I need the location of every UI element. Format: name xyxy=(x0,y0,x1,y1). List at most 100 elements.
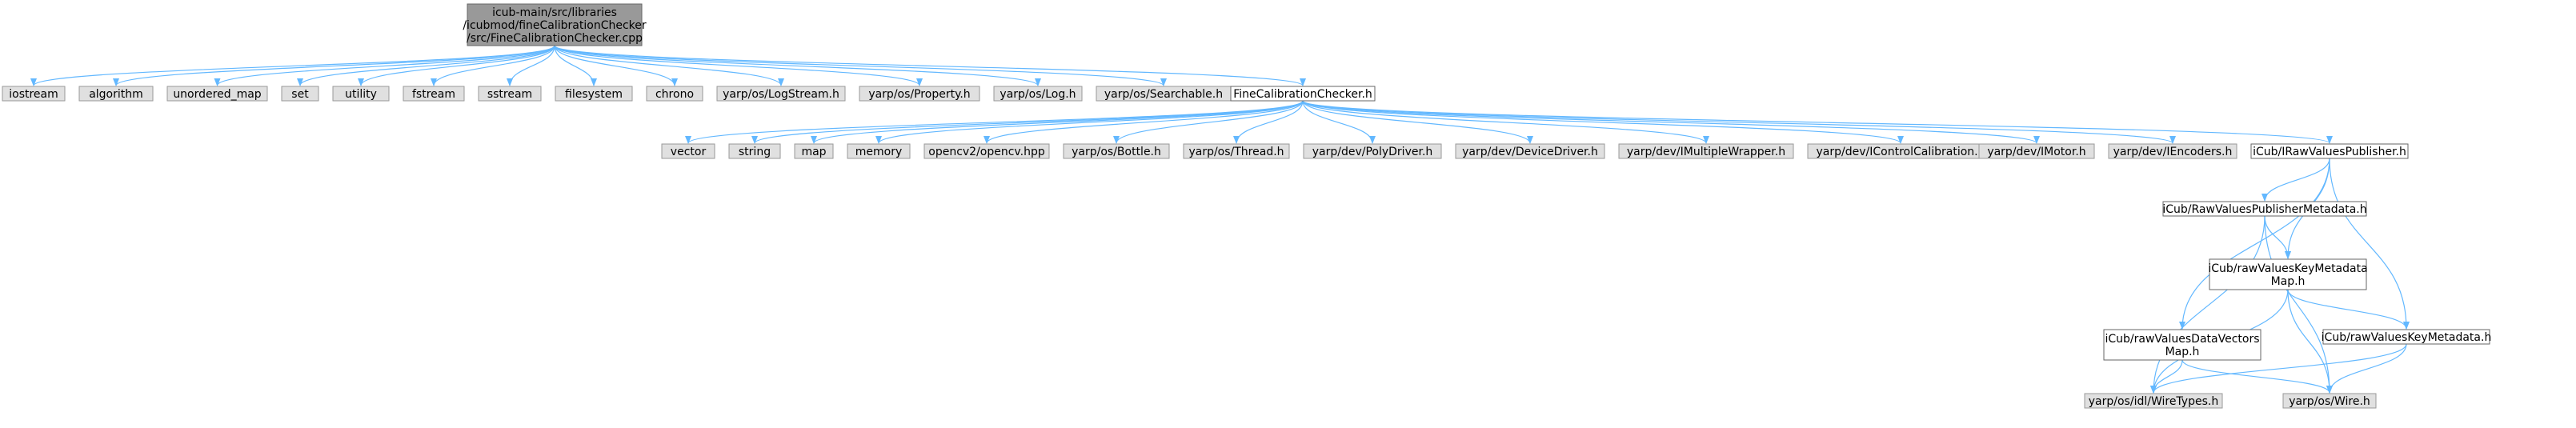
node-box xyxy=(2250,143,2409,159)
node-vector[interactable]: vector xyxy=(661,143,715,159)
edge-rawvalueskeymetadatamap-to-wire xyxy=(2287,289,2333,394)
node-searchable[interactable]: yarp/os/Searchable.h xyxy=(1096,86,1232,102)
edge-fcc-h-to-memory xyxy=(875,100,1304,144)
node-label: map xyxy=(801,146,826,158)
node-bottle[interactable]: yarp/os/Bottle.h xyxy=(1063,143,1170,159)
node-wire[interactable]: yarp/os/Wire.h xyxy=(2282,393,2377,409)
node-label: iCub/rawValuesKeyMetadata xyxy=(2208,262,2367,275)
node-box xyxy=(2209,258,2367,290)
node-fcc-h[interactable]: FineCalibrationChecker.h xyxy=(1230,86,1376,102)
node-box xyxy=(993,86,1083,102)
node-label: iCub/rawValuesDataVectors xyxy=(2105,333,2260,346)
node-algorithm[interactable]: algorithm xyxy=(78,86,154,102)
node-root: icub-main/src/libraries/icubmod/fineCali… xyxy=(463,3,647,46)
node-imultiplewrapper[interactable]: yarp/dev/IMultipleWrapper.h xyxy=(1618,143,1794,159)
node-label: algorithm xyxy=(89,88,143,101)
node-logstream[interactable]: yarp/os/LogStream.h xyxy=(716,86,846,102)
edge-fcc-h-to-map xyxy=(811,100,1304,144)
node-label: Map.h xyxy=(2271,275,2306,288)
node-box xyxy=(923,143,1050,159)
node-box xyxy=(2103,329,2262,361)
node-label: memory xyxy=(855,146,903,158)
edge-root-to-fcc-h xyxy=(554,45,1306,86)
node-label: icub-main/src/libraries xyxy=(492,6,617,19)
edge-root-to-property xyxy=(554,45,923,86)
node-label: FineCalibrationChecker.h xyxy=(1233,88,1372,101)
edge-root-to-algorithm xyxy=(113,45,555,86)
node-box xyxy=(332,86,390,102)
node-box xyxy=(2162,201,2367,217)
node-box xyxy=(1303,143,1442,159)
edge-fcc-h-to-polydriver xyxy=(1302,100,1376,144)
node-wiretypes[interactable]: yarp/os/idl/WireTypes.h xyxy=(2084,393,2223,409)
node-set[interactable]: set xyxy=(281,86,319,102)
node-label: yarp/dev/IMultipleWrapper.h xyxy=(1627,146,1785,158)
node-box xyxy=(1183,143,1290,159)
node-label: iCub/IRawValuesPublisher.h xyxy=(2253,146,2406,158)
edge-fcc-h-to-irawvaluespublisher xyxy=(1302,100,2333,144)
node-opencv[interactable]: opencv2/opencv.hpp xyxy=(923,143,1050,159)
node-label: /icubmod/fineCalibrationChecker xyxy=(463,19,647,32)
node-chrono[interactable]: chrono xyxy=(646,86,703,102)
edge-fcc-h-to-string xyxy=(751,100,1304,144)
edge-root-to-set xyxy=(297,45,555,86)
node-box xyxy=(859,86,980,102)
node-box xyxy=(646,86,703,102)
node-property[interactable]: yarp/os/Property.h xyxy=(859,86,980,102)
edge-rawvaluespublishermetadata-to-wiretypes xyxy=(2150,215,2266,394)
edge-fcc-h-to-devicedriver xyxy=(1302,100,1533,144)
edge-root-to-filesystem xyxy=(554,45,597,86)
node-label: yarp/os/LogStream.h xyxy=(723,88,839,101)
node-imotor[interactable]: yarp/dev/IMotor.h xyxy=(1978,143,2095,159)
node-box xyxy=(716,86,846,102)
edge-fcc-h-to-thread xyxy=(1233,100,1304,144)
node-label: opencv2/opencv.hpp xyxy=(928,146,1045,158)
node-box xyxy=(2322,329,2490,345)
edge-rawvalueskeymetadata-to-wire xyxy=(2326,343,2407,394)
edge-irawvaluespublisher-to-rawvalueskeymetadata xyxy=(2329,158,2410,330)
node-label: iostream xyxy=(9,88,58,101)
node-filesystem[interactable]: filesystem xyxy=(555,86,633,102)
node-irawvaluespublisher[interactable]: iCub/IRawValuesPublisher.h xyxy=(2250,143,2409,159)
node-label: yarp/dev/IMotor.h xyxy=(1987,146,2085,158)
node-label: yarp/os/Thread.h xyxy=(1188,146,1284,158)
node-iencoders[interactable]: yarp/dev/IEncoders.h xyxy=(2108,143,2237,159)
node-box xyxy=(2282,393,2377,409)
node-memory[interactable]: memory xyxy=(847,143,911,159)
node-iostream[interactable]: iostream xyxy=(2,86,66,102)
node-label: yarp/dev/DeviceDriver.h xyxy=(1462,146,1598,158)
edge-root-to-searchable xyxy=(554,45,1167,86)
edge-rawvalueskeymetadatamap-to-rawvalueskeymetadata xyxy=(2287,289,2410,330)
edge-root-to-chrono xyxy=(554,45,678,86)
node-box xyxy=(2108,143,2237,159)
node-box xyxy=(1618,143,1794,159)
node-utility[interactable]: utility xyxy=(332,86,390,102)
node-log[interactable]: yarp/os/Log.h xyxy=(993,86,1083,102)
node-box xyxy=(661,143,715,159)
node-map[interactable]: map xyxy=(794,143,834,159)
node-box xyxy=(478,86,542,102)
node-rawvalueskeymetadata[interactable]: iCub/rawValuesKeyMetadata.h xyxy=(2322,329,2492,345)
node-devicedriver[interactable]: yarp/dev/DeviceDriver.h xyxy=(1455,143,1605,159)
node-string[interactable]: string xyxy=(728,143,781,159)
node-sstream[interactable]: sstream xyxy=(478,86,542,102)
node-label: yarp/os/Bottle.h xyxy=(1072,146,1161,158)
node-label: /src/FineCalibrationChecker.cpp xyxy=(467,32,643,45)
node-label: yarp/os/idl/WireTypes.h xyxy=(2089,395,2218,408)
node-label: utility xyxy=(345,88,377,101)
node-polydriver[interactable]: yarp/dev/PolyDriver.h xyxy=(1303,143,1442,159)
edge-root-to-unordered-map xyxy=(214,45,555,86)
edge-fcc-h-to-bottle xyxy=(1113,100,1304,144)
node-fstream[interactable]: fstream xyxy=(403,86,465,102)
node-rawvaluespublishermetadata[interactable]: iCub/RawValuesPublisherMetadata.h xyxy=(2162,201,2367,217)
node-label: yarp/dev/IControlCalibration.h xyxy=(1817,146,1985,158)
node-label: yarp/dev/IEncoders.h xyxy=(2113,146,2233,158)
node-label: chrono xyxy=(655,88,694,101)
node-icontrolcalibration[interactable]: yarp/dev/IControlCalibration.h xyxy=(1807,143,1994,159)
node-unordered-map[interactable]: unordered_map xyxy=(166,86,268,102)
node-thread[interactable]: yarp/os/Thread.h xyxy=(1183,143,1290,159)
node-label: vector xyxy=(671,146,707,158)
